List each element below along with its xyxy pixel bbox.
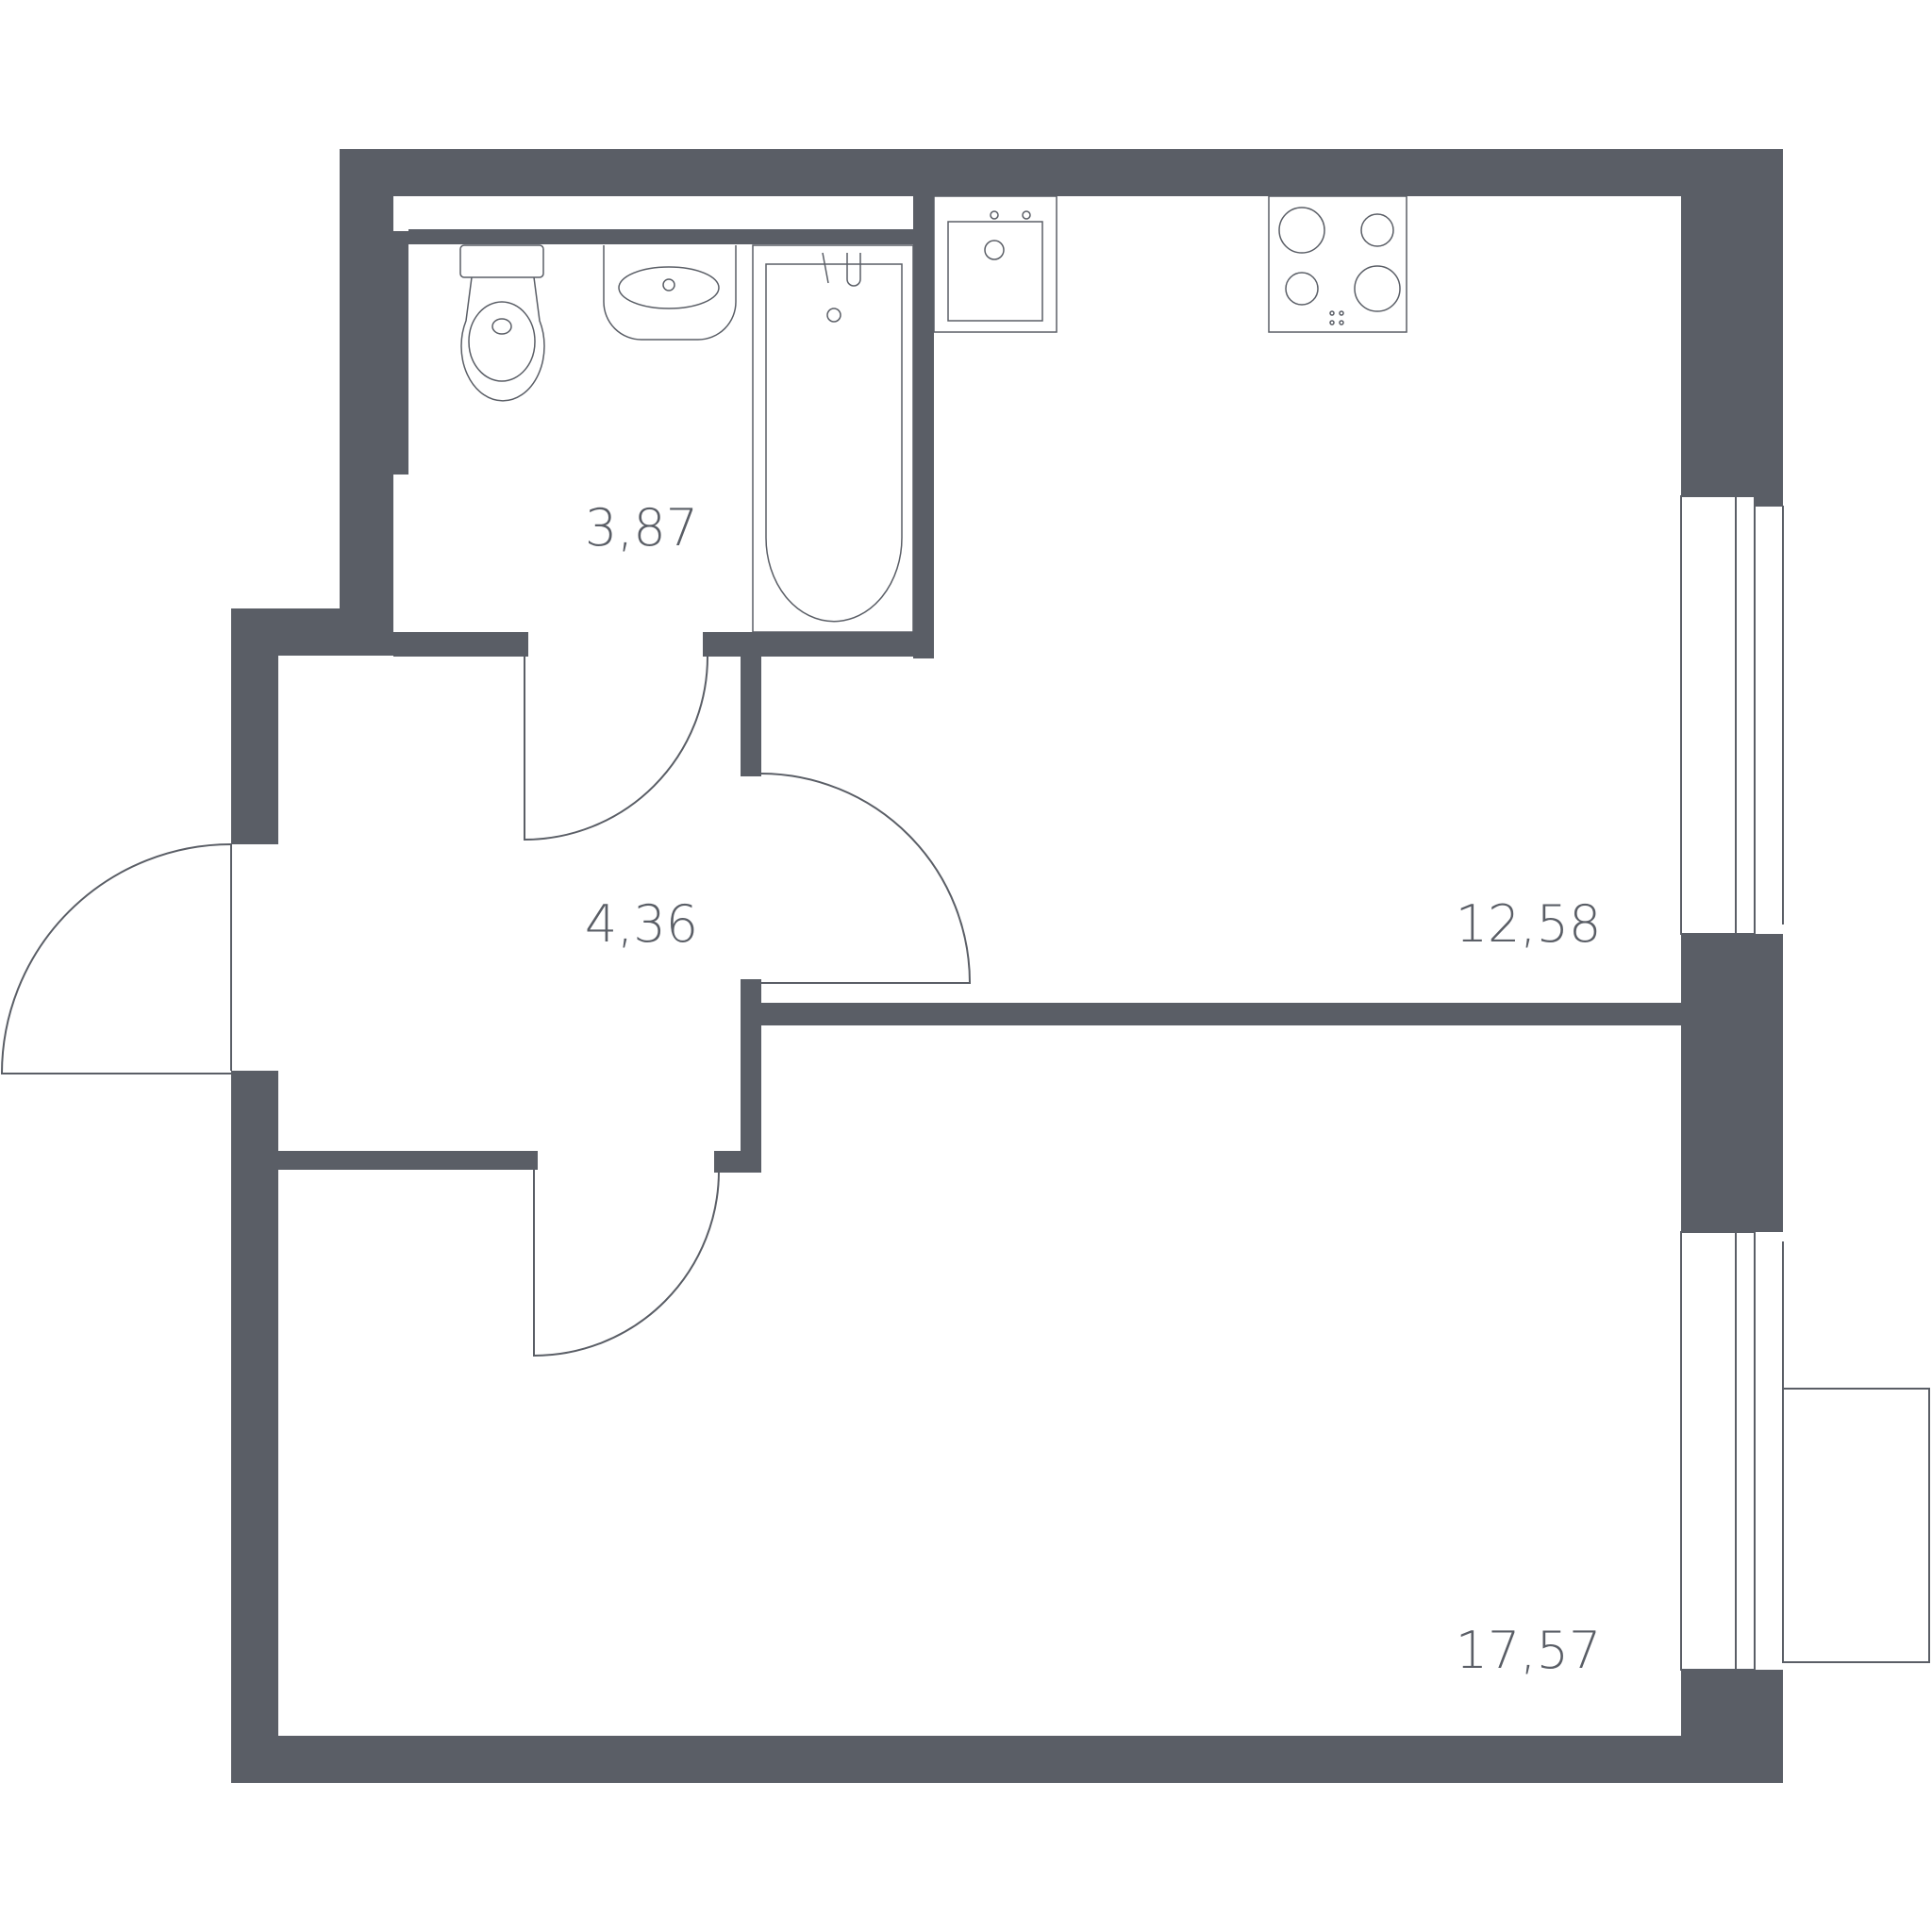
- toilet-icon: [459, 244, 545, 402]
- entrance-door-swing: [0, 843, 232, 1074]
- kitchen-area-label: 12,58: [1456, 894, 1602, 954]
- bathtub-icon: [752, 244, 914, 633]
- doors: [0, 656, 972, 1357]
- walls: [231, 149, 1783, 1783]
- living-door-swing: [533, 1169, 721, 1357]
- living-room-area-label: 17,57: [1456, 1621, 1602, 1680]
- hallway-area-label: 4,36: [585, 894, 698, 954]
- sink-icon: [603, 245, 737, 341]
- stove-icon: [1268, 195, 1407, 333]
- kitchen-sink-icon: [933, 195, 1058, 333]
- bathroom-area-label: 3,87: [585, 498, 698, 558]
- windows: [1680, 495, 1930, 1671]
- kitchen-door-swing: [760, 773, 972, 984]
- bathroom-door-swing: [524, 656, 708, 841]
